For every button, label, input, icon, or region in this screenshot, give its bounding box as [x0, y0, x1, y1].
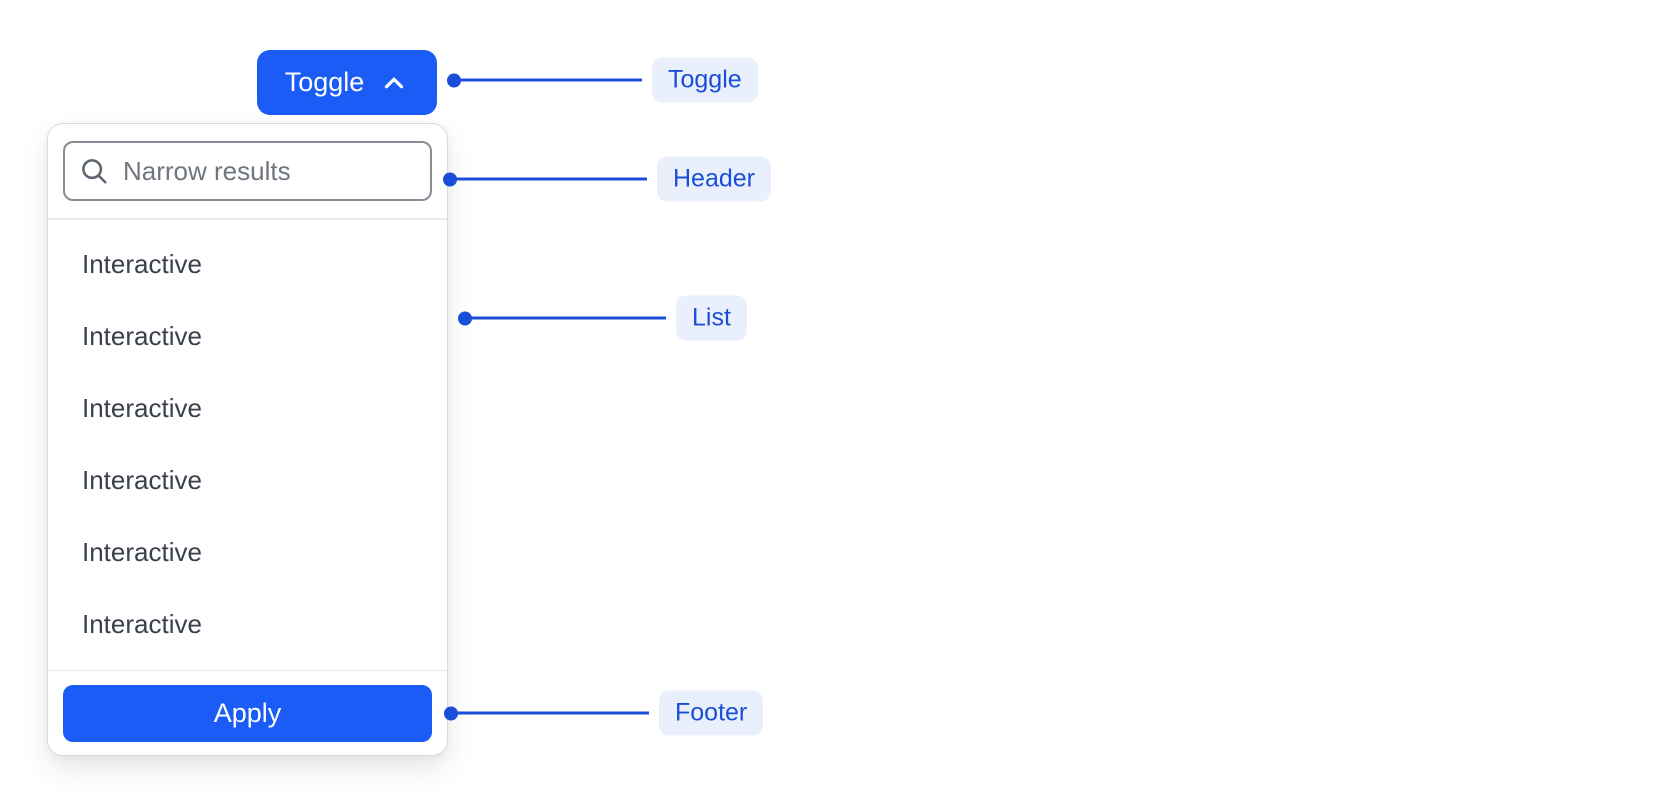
- search-box[interactable]: [63, 141, 432, 201]
- annotation-toggle: Toggle: [447, 57, 758, 103]
- dropdown-panel: Interactive Interactive Interactive Inte…: [47, 123, 448, 756]
- leader-dot: [447, 73, 461, 87]
- dropdown-header: [48, 124, 447, 218]
- leader-line: [470, 316, 666, 320]
- list-item[interactable]: Interactive: [82, 249, 202, 279]
- annotation-label-toggle: Toggle: [652, 57, 758, 103]
- toggle-button-label: Toggle: [284, 67, 365, 97]
- leader-dot: [458, 311, 472, 325]
- annotation-label-footer: Footer: [659, 690, 764, 736]
- list-item[interactable]: Interactive: [82, 321, 202, 351]
- apply-button[interactable]: Apply: [63, 685, 432, 742]
- annotation-label-list: List: [676, 295, 747, 341]
- header-divider: [48, 218, 447, 220]
- annotation-list: List: [458, 295, 747, 341]
- list-item[interactable]: Interactive: [82, 465, 202, 495]
- leader-line: [459, 78, 642, 82]
- leader-dot: [444, 706, 458, 720]
- search-input[interactable]: [121, 154, 416, 188]
- annotation-footer: Footer: [444, 690, 764, 736]
- toggle-button[interactable]: Toggle: [257, 50, 437, 115]
- annotation-label-header: Header: [657, 156, 771, 202]
- list-item[interactable]: Interactive: [82, 609, 202, 639]
- search-icon: [79, 156, 109, 186]
- annotation-header: Header: [443, 156, 771, 202]
- list-item[interactable]: Interactive: [82, 537, 202, 567]
- chevron-up-icon: [379, 68, 409, 98]
- dropdown-list: Interactive Interactive Interactive Inte…: [48, 220, 447, 670]
- leader-line: [456, 711, 649, 715]
- list-item[interactable]: Interactive: [82, 393, 202, 423]
- footer-divider: [48, 669, 447, 671]
- leader-line: [455, 177, 647, 181]
- dropdown-footer: Apply: [48, 671, 447, 755]
- leader-dot: [443, 172, 457, 186]
